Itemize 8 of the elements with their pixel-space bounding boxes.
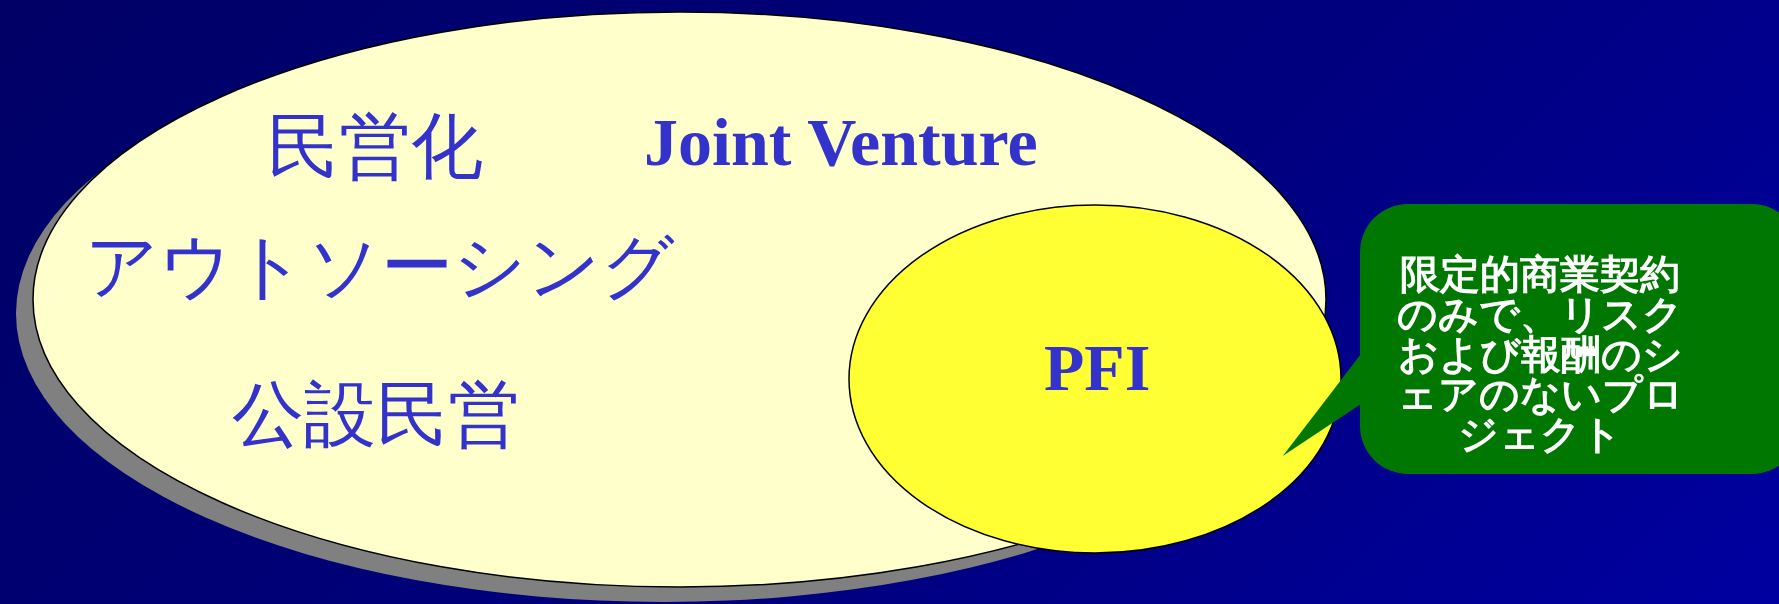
speech-bubble <box>1360 204 1779 474</box>
ellipse-label: Joint Venture <box>644 103 1038 182</box>
ellipse-label: 民営化 <box>267 103 483 190</box>
ellipse-label: 公設民営 <box>232 371 520 458</box>
ellipse-label: アウトソーシング <box>85 223 675 310</box>
bubble-text: 限定的商業契約のみで、リスクおよび報酬のシェアのないプロジェクト <box>1395 254 1685 454</box>
bubble-tail <box>1282 354 1361 456</box>
ellipse-label: PFI <box>1044 330 1151 406</box>
